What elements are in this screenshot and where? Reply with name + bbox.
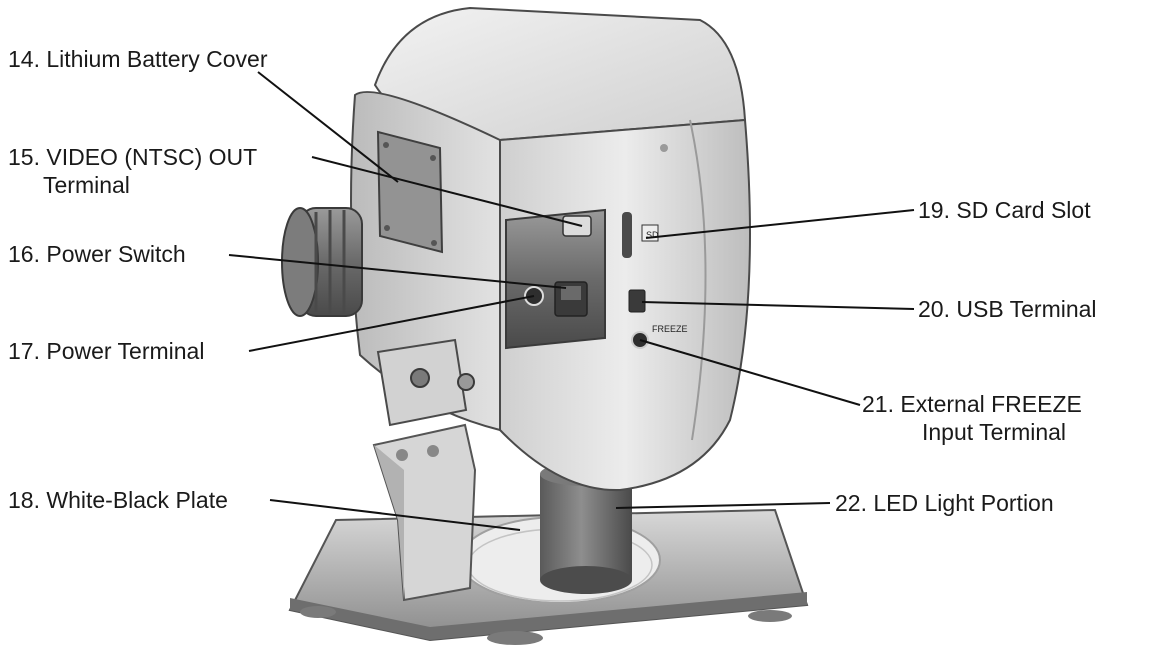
callout-14: 14. Lithium Battery Cover	[8, 45, 268, 73]
callout-17-text: 17. Power Terminal	[8, 338, 205, 364]
camera-body	[350, 6, 751, 492]
callout-19: 19. SD Card Slot	[918, 196, 1091, 224]
callout-15-line2: Terminal	[43, 172, 130, 198]
callout-16: 16. Power Switch	[8, 240, 186, 268]
callout-21-line1: 21. External FREEZE	[862, 391, 1082, 417]
callout-15-line1: 15. VIDEO (NTSC) OUT	[8, 144, 258, 170]
callout-21: 21. External FREEZE Input Terminal	[862, 390, 1082, 446]
callout-18-text: 18. White-Black Plate	[8, 487, 228, 513]
stand-bracket	[372, 423, 477, 602]
freeze-mark: FREEZE	[652, 324, 688, 334]
leader-18	[269, 499, 521, 531]
callout-16-text: 16. Power Switch	[8, 241, 186, 267]
leader-21	[639, 339, 861, 406]
callout-20: 20. USB Terminal	[918, 295, 1097, 323]
mount-clamp	[376, 338, 475, 427]
video-out-jack	[562, 215, 592, 237]
callout-22-text: 22. LED Light Portion	[835, 490, 1054, 516]
usb-port	[628, 289, 646, 313]
leader-17	[248, 295, 535, 352]
lithium-battery-cover	[376, 130, 444, 254]
terminal-panel	[505, 208, 606, 350]
leader-19	[645, 209, 915, 239]
callout-14-text: 14. Lithium Battery Cover	[8, 46, 268, 72]
callout-20-text: 20. USB Terminal	[918, 296, 1097, 322]
callout-21-line2: Input Terminal	[922, 419, 1067, 445]
leader-20	[641, 301, 915, 310]
callout-22: 22. LED Light Portion	[835, 489, 1054, 517]
leader-15	[311, 156, 583, 227]
callout-19-text: 19. SD Card Slot	[918, 197, 1091, 223]
leader-22	[615, 502, 831, 509]
callout-18: 18. White-Black Plate	[8, 486, 228, 514]
leader-lines	[228, 71, 915, 531]
callout-17: 17. Power Terminal	[8, 337, 204, 365]
leader-14	[257, 71, 399, 183]
sd-card-slot	[622, 212, 632, 258]
leader-16	[228, 254, 567, 289]
sd-mark: SD	[646, 230, 659, 240]
callout-15: 15. VIDEO (NTSC) OUT Terminal	[8, 143, 257, 199]
